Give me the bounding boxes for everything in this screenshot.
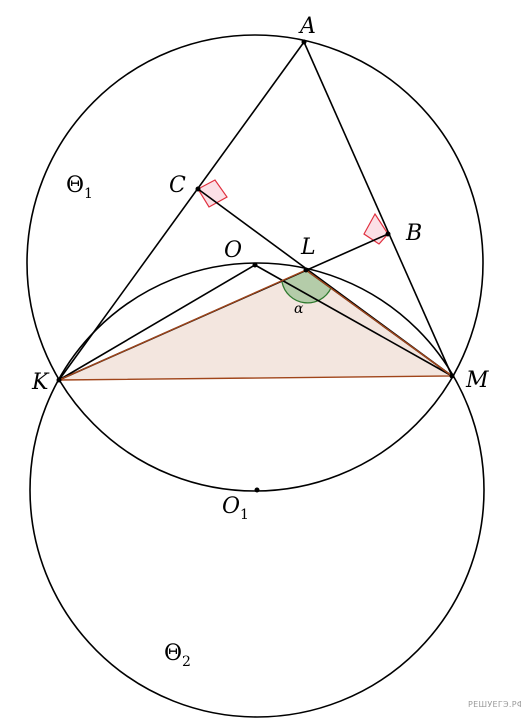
label-a: A [298, 14, 316, 39]
label-theta1-base: Θ [66, 173, 84, 198]
label-o1-base: O [222, 494, 240, 519]
label-theta1-sub: 1 [84, 186, 93, 202]
point-c [195, 186, 201, 192]
point-l [303, 267, 309, 273]
label-k: K [31, 370, 50, 395]
right-angle-marker-c [197, 179, 228, 208]
angle-alpha-sector [282, 270, 331, 303]
label-alpha: α [294, 301, 304, 317]
point-o1 [254, 487, 260, 493]
segment-ko [58, 264, 256, 381]
point-m [449, 373, 455, 379]
label-l: L [300, 235, 316, 260]
segment-om [254, 264, 453, 377]
point-a [301, 39, 307, 45]
segment-am [303, 41, 453, 377]
triangle-klm [59, 270, 452, 380]
triangle-klm-outline [58, 269, 455, 381]
point-k [56, 377, 62, 383]
label-theta2-sub: 2 [182, 654, 191, 670]
label-b: B [405, 221, 422, 246]
label-o: O [224, 238, 242, 263]
label-o1-sub: 1 [240, 507, 249, 523]
label-o1: O1 [222, 494, 249, 523]
label-theta2-base: Θ [164, 641, 182, 666]
circle-theta2 [29, 262, 485, 718]
point-o [252, 262, 258, 268]
label-m: M [465, 368, 489, 393]
label-theta1: Θ1 [66, 173, 93, 202]
label-c: C [169, 173, 186, 198]
label-theta2: Θ2 [164, 641, 191, 670]
watermark: РЕШУЕГЭ.РФ [468, 700, 521, 709]
point-b [385, 231, 391, 237]
angle-alpha-arc [281, 281, 332, 304]
segment-ak [58, 41, 305, 381]
